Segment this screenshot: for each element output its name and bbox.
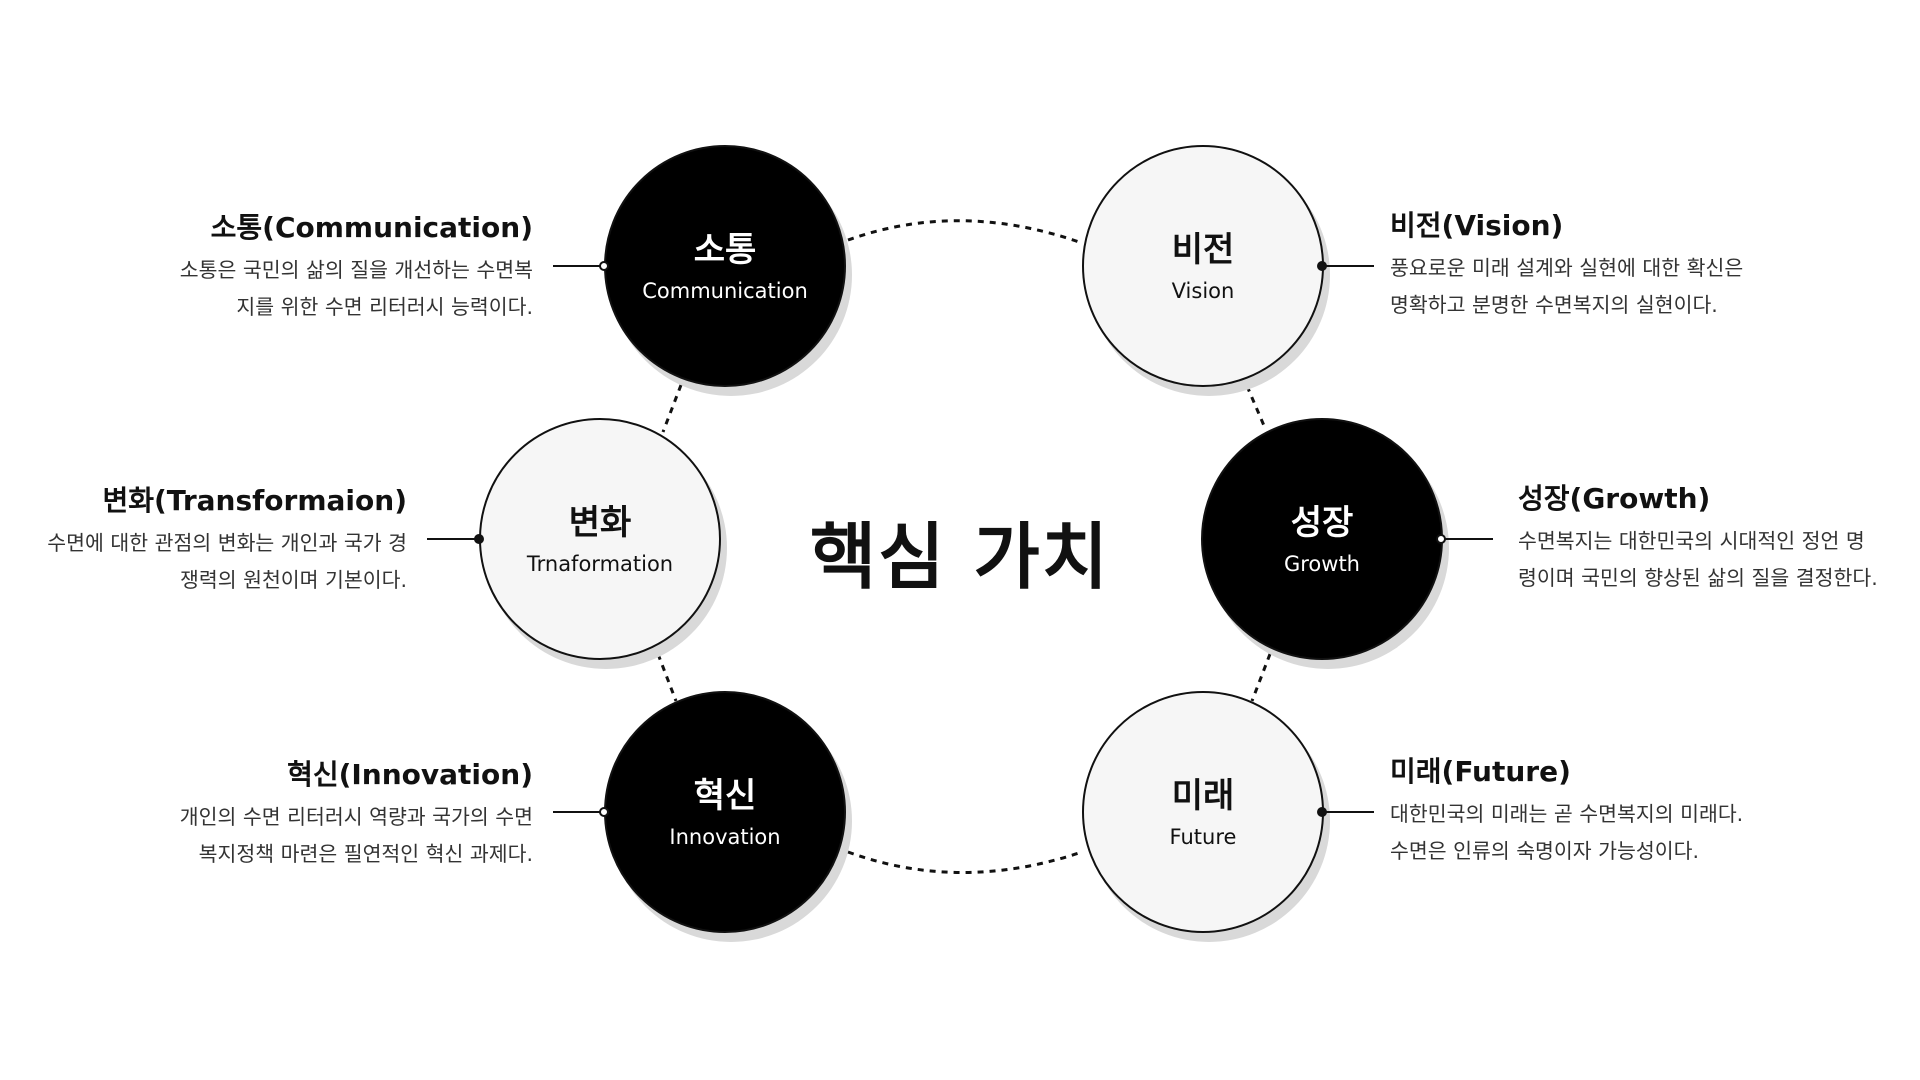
value-description: 수면복지는 대한민국의 시대적인 정언 명 령이며 국민의 향상된 삶의 질을 … xyxy=(1518,529,1878,590)
anchor-dot-communication xyxy=(599,261,609,271)
label-growth: 성장(Growth) 수면복지는 대한민국의 시대적인 정언 명 령이며 국민의… xyxy=(1518,479,1920,597)
leader-line-growth xyxy=(1441,538,1493,540)
value-description: 소통은 국민의 삶의 질을 개선하는 수면복 지를 위한 수면 리터러시 능력이… xyxy=(179,258,533,319)
label-innovation: 혁신(Innovation) 개인의 수면 리터러시 역량과 국가의 수면 복지… xyxy=(0,755,533,873)
value-description: 풍요로운 미래 설계와 실현에 대한 확신은 명확하고 분명한 수면복지의 실현… xyxy=(1390,256,1744,317)
node-transformation: 변화 Trnaformation xyxy=(479,418,721,660)
node-label-ko: 성장 xyxy=(1290,503,1354,543)
arc-bottom xyxy=(847,850,1083,874)
value-heading: 비전(Vision) xyxy=(1390,209,1564,242)
link-communication-transformation xyxy=(661,384,683,433)
anchor-dot-transformation xyxy=(474,534,484,544)
node-label-ko: 혁신 xyxy=(693,776,757,816)
node-label-en: Communication xyxy=(642,279,808,303)
value-heading: 혁신(Innovation) xyxy=(287,758,533,791)
node-label-ko: 소통 xyxy=(693,230,757,270)
arc-top xyxy=(847,219,1083,245)
leader-line-vision xyxy=(1322,265,1374,267)
node-growth: 성장 Growth xyxy=(1201,418,1443,660)
node-label-ko: 변화 xyxy=(568,503,632,543)
value-description: 수면에 대한 관점의 변화는 개인과 국가 경 쟁력의 원천이며 기본이다. xyxy=(47,531,407,592)
leader-line-future xyxy=(1322,811,1374,813)
node-label-en: Innovation xyxy=(669,825,781,849)
anchor-dot-vision xyxy=(1317,261,1327,271)
node-communication: 소통 Communication xyxy=(604,145,846,387)
node-label-en: Future xyxy=(1169,825,1237,849)
value-description: 개인의 수면 리터러시 역량과 국가의 수면 복지정책 마련은 필연적인 혁신 … xyxy=(179,805,533,866)
label-communication: 소통(Communication) 소통은 국민의 삶의 질을 개선하는 수면복… xyxy=(0,208,533,326)
node-label-en: Growth xyxy=(1283,552,1360,576)
anchor-dot-innovation xyxy=(599,807,609,817)
label-transformation: 변화(Transformaion) 수면에 대한 관점의 변화는 개인과 국가 … xyxy=(0,481,407,599)
node-label-ko: 비전 xyxy=(1171,230,1235,270)
value-heading: 성장(Growth) xyxy=(1518,482,1711,515)
link-transformation-innovation xyxy=(656,653,678,702)
value-heading: 미래(Future) xyxy=(1390,755,1571,788)
link-growth-future xyxy=(1250,653,1272,702)
leader-line-innovation xyxy=(553,811,605,813)
node-label-ko: 미래 xyxy=(1171,776,1235,816)
label-future: 미래(Future) 대한민국의 미래는 곧 수면복지의 미래다. 수면은 인류… xyxy=(1390,752,1920,870)
center-title: 핵심 가치 xyxy=(809,514,1111,599)
value-description: 대한민국의 미래는 곧 수면복지의 미래다. 수면은 인류의 숙명이자 가능성이… xyxy=(1390,802,1744,863)
leader-line-communication xyxy=(553,265,605,267)
anchor-dot-growth xyxy=(1436,534,1446,544)
node-label-en: Trnaformation xyxy=(526,552,674,576)
node-innovation: 혁신 Innovation xyxy=(604,691,846,933)
node-vision: 비전 Vision xyxy=(1082,145,1324,387)
node-label-en: Vision xyxy=(1171,279,1235,303)
leader-line-transformation xyxy=(427,538,479,540)
value-heading: 변화(Transformaion) xyxy=(102,484,407,517)
anchor-dot-future xyxy=(1317,807,1327,817)
link-vision-growth xyxy=(1245,385,1267,429)
label-vision: 비전(Vision) 풍요로운 미래 설계와 실현에 대한 확신은 명확하고 분… xyxy=(1390,206,1920,324)
node-future: 미래 Future xyxy=(1082,691,1324,933)
value-heading: 소통(Communication) xyxy=(210,211,533,244)
